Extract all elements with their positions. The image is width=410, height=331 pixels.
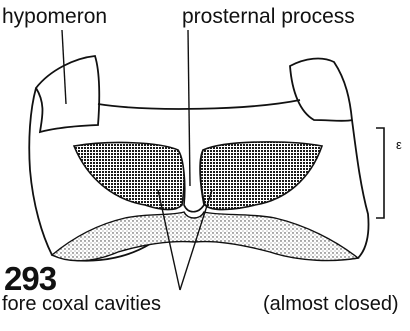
label-almost-closed: (almost closed) xyxy=(263,294,399,314)
left-hypomeron-lobe xyxy=(36,56,99,132)
scale-bar xyxy=(376,128,384,218)
figure-number: 293 xyxy=(4,262,56,295)
label-fore-coxal-cavities: fore coxal cavities xyxy=(2,294,161,314)
sternal-band xyxy=(52,212,358,261)
label-prosternal-process: prosternal process xyxy=(182,6,355,27)
label-hypomeron: hypomeron xyxy=(2,6,107,27)
right-coxal-cavity xyxy=(200,142,322,210)
anterior-margin xyxy=(98,100,300,109)
scale-label: ε xyxy=(396,138,402,151)
left-coxal-cavity xyxy=(74,143,184,210)
right-hypomeron-lobe xyxy=(290,59,352,121)
